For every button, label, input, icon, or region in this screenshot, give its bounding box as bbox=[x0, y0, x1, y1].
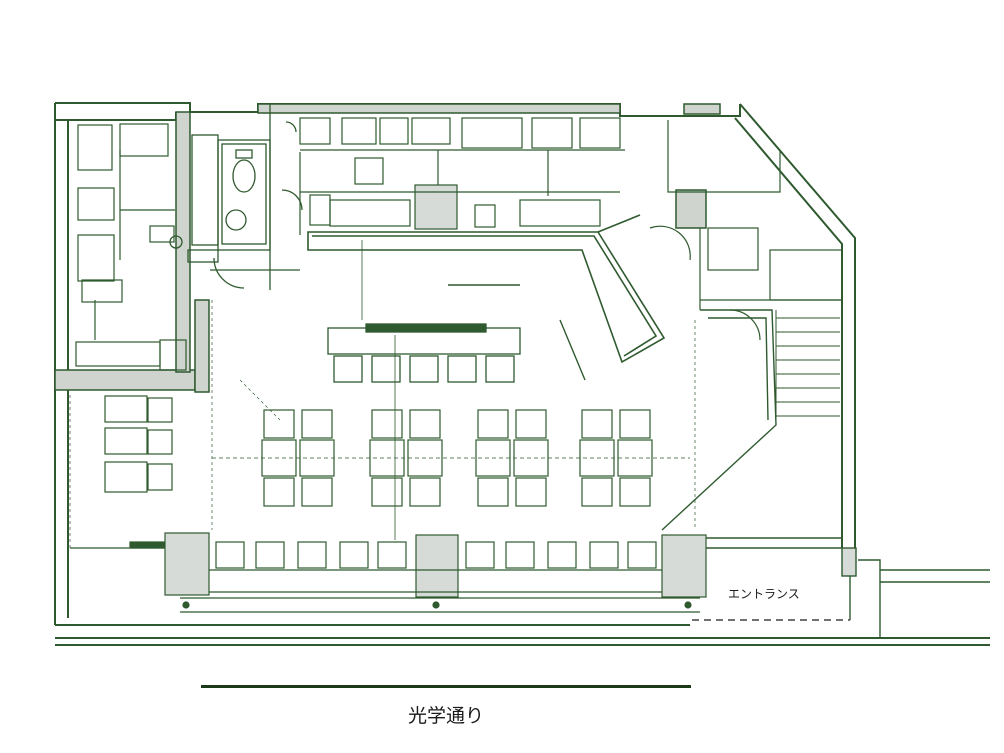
street-line bbox=[201, 685, 691, 688]
table-group-2 bbox=[369, 409, 443, 507]
right-rooms bbox=[649, 120, 843, 341]
window-bench bbox=[164, 532, 707, 613]
stairs bbox=[775, 310, 840, 425]
street-label: 光学通り bbox=[408, 705, 484, 727]
guide-lines bbox=[69, 300, 696, 550]
side-seating bbox=[70, 395, 208, 549]
table-group-3 bbox=[475, 409, 549, 507]
entrance bbox=[661, 309, 990, 638]
dining-tables bbox=[212, 240, 690, 540]
outer-walls bbox=[54, 102, 990, 646]
bar-counter bbox=[307, 214, 666, 364]
entrance-label: エントランス bbox=[728, 587, 800, 601]
back-counter bbox=[299, 117, 625, 235]
wall-blocks bbox=[54, 103, 721, 393]
restroom bbox=[169, 104, 303, 290]
table-group-4 bbox=[579, 409, 653, 507]
kitchen-area bbox=[75, 123, 187, 371]
high-table bbox=[327, 284, 586, 383]
